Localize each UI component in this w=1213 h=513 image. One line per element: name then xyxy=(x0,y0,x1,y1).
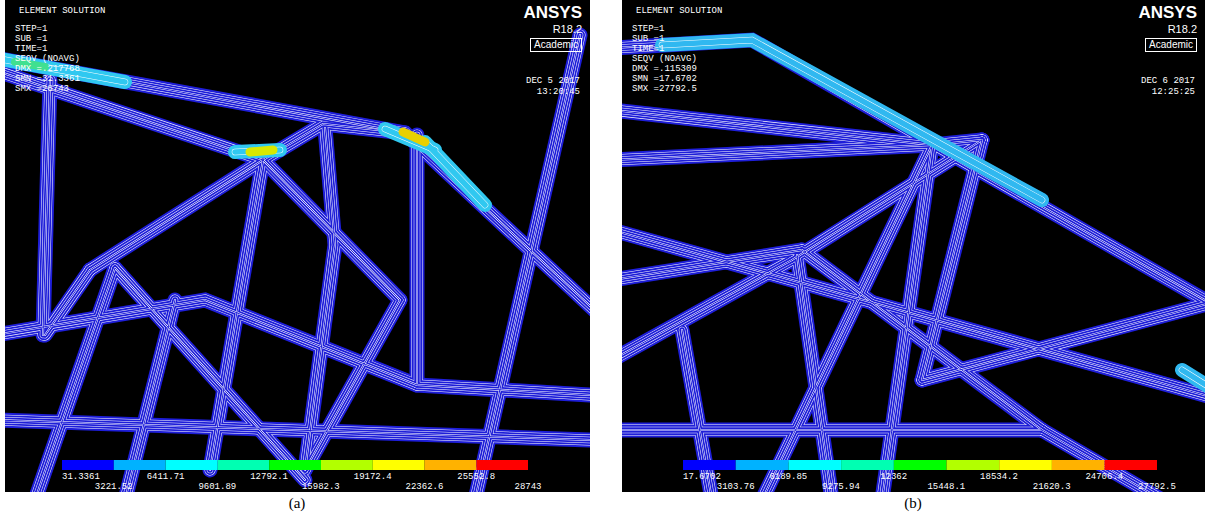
plot-info: SUB =1 xyxy=(15,34,47,44)
version-label: R18.2 xyxy=(1168,23,1197,35)
plot-info: TIME=1 xyxy=(632,44,664,54)
plot-info: SEQV (NOAVG) xyxy=(15,54,80,64)
color-bar-value: 12362 xyxy=(880,472,907,482)
plot-title: ELEMENT SOLUTION xyxy=(19,6,105,16)
color-bar-value: 24706.4 xyxy=(1085,472,1123,482)
version-label: R18.2 xyxy=(553,23,582,35)
plot-info: SMX =28743 xyxy=(15,84,69,94)
color-bar-value: 19172.4 xyxy=(354,472,392,482)
time-label: 12:25:25 xyxy=(1152,87,1195,97)
color-bar-value: 18534.2 xyxy=(980,472,1018,482)
subfigure-caption: (b) xyxy=(904,495,922,512)
color-bar-value: 22362.6 xyxy=(406,482,444,492)
subfigure-caption: (a) xyxy=(289,495,306,512)
plot-info: SUB =1 xyxy=(632,34,664,44)
color-bar-value: 21620.3 xyxy=(1033,482,1071,492)
plot-info: SMX =27792.5 xyxy=(632,84,697,94)
license-badge: Academic xyxy=(530,38,582,52)
color-bar-value: 31.3361 xyxy=(62,472,100,482)
date-label: DEC 5 2017 xyxy=(526,76,580,86)
plot-info: STEP=1 xyxy=(15,24,47,34)
color-bar-value: 25552.8 xyxy=(457,472,495,482)
color-bar-value: 28743 xyxy=(514,482,541,492)
color-bar-value: 3221.52 xyxy=(95,482,133,492)
plot-info: STEP=1 xyxy=(632,24,664,34)
plot-info: TIME=1 xyxy=(15,44,47,54)
color-bar-value: 6411.71 xyxy=(147,472,185,482)
color-bar xyxy=(62,460,528,470)
plot-info: DMX =.217768 xyxy=(15,64,80,74)
date-label: DEC 6 2017 xyxy=(1141,76,1195,86)
result-panel: ELEMENT SOLUTION STEP=1SUB =1TIME=1SEQV (… xyxy=(5,0,590,492)
plot-title: ELEMENT SOLUTION xyxy=(636,6,722,16)
plot-info: SEQV (NOAVG) xyxy=(632,54,697,64)
color-bar-value: 9601.89 xyxy=(198,482,236,492)
color-bar xyxy=(683,460,1157,470)
color-bar-value: 27792.5 xyxy=(1138,482,1176,492)
plot-info: DMX =.115309 xyxy=(632,64,697,74)
color-bar-value: 3103.76 xyxy=(717,482,755,492)
color-bar-value: 15982.3 xyxy=(302,482,340,492)
plot-info: SMN =17.6702 xyxy=(632,74,697,84)
plot-info: SMN =31.3361 xyxy=(15,74,80,84)
color-bar-value: 12792.1 xyxy=(250,472,288,482)
result-panel: ELEMENT SOLUTION STEP=1SUB =1TIME=1SEQV (… xyxy=(622,0,1205,492)
software-logo: ANSYS xyxy=(523,4,582,22)
license-badge: Academic xyxy=(1145,38,1197,52)
time-label: 13:20:45 xyxy=(537,87,580,97)
color-bar-value: 17.6702 xyxy=(683,472,721,482)
color-bar-value: 15448.1 xyxy=(927,482,965,492)
color-bar-value: 6189.85 xyxy=(769,472,807,482)
frame-stress-plot xyxy=(622,0,1205,492)
software-logo: ANSYS xyxy=(1138,4,1197,22)
color-bar-value: 9275.94 xyxy=(822,482,860,492)
frame-stress-plot xyxy=(5,0,590,492)
